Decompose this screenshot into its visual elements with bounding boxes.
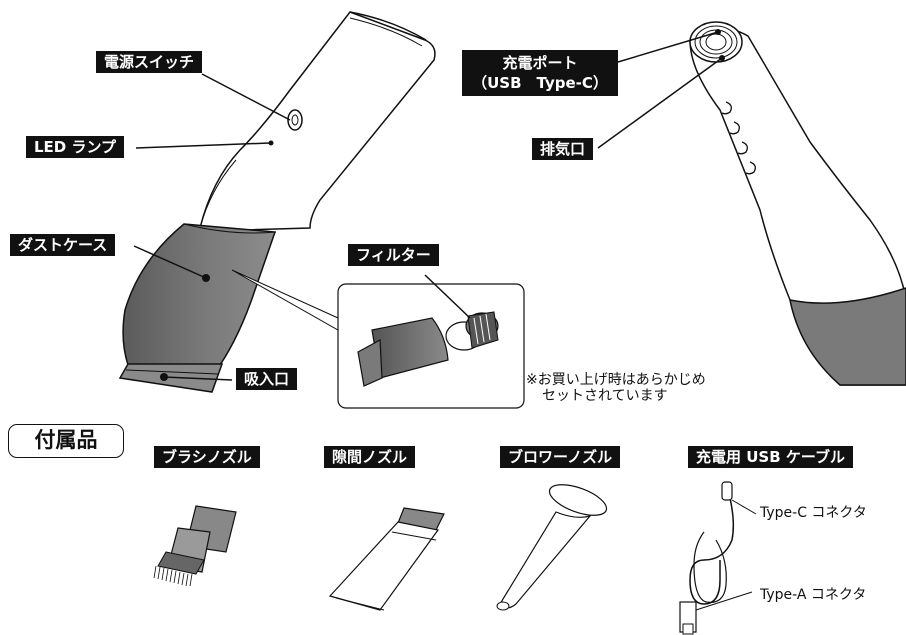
accessories-title: 付属品	[8, 424, 124, 458]
accessory-brush-nozzle	[153, 505, 237, 587]
label-filter: フィルター	[348, 244, 439, 266]
label-crevice-nozzle: 隙間ノズル	[324, 446, 416, 468]
note-line1: ※お買い上げ時はあらかじめ	[526, 372, 706, 388]
filter-inset	[337, 274, 525, 409]
label-charge-port-line1: 充電ポート	[502, 54, 578, 72]
accessory-usb-cable	[679, 481, 757, 635]
label-type-c-connector: Type-C コネクタ	[760, 505, 867, 521]
led-dot	[268, 140, 274, 146]
charge-port-shape	[689, 21, 743, 63]
label-exhaust: 排気口	[532, 138, 594, 160]
label-blower-nozzle: ブロワーノズル	[500, 446, 621, 468]
label-dust-case: ダストケース	[10, 234, 116, 256]
label-charge-port: 充電ポート （USB Type-C）	[462, 50, 618, 96]
vacuum-rear-view	[597, 21, 906, 386]
accessory-blower-nozzle	[496, 484, 608, 611]
vacuum-front-view	[118, 11, 436, 393]
label-led-lamp: LED ランプ	[26, 136, 125, 158]
note-line2: セットされています	[542, 388, 668, 404]
label-intake: 吸入口	[236, 368, 298, 390]
label-usb-cable: 充電用 USB ケーブル	[688, 446, 853, 468]
accessory-crevice-nozzle	[328, 507, 445, 611]
label-brush-nozzle: ブラシノズル	[154, 446, 260, 468]
label-type-a-connector: Type-A コネクタ	[760, 587, 867, 603]
label-charge-port-line2: （USB Type-C）	[472, 74, 608, 92]
label-power-switch: 電源スイッチ	[96, 51, 203, 73]
